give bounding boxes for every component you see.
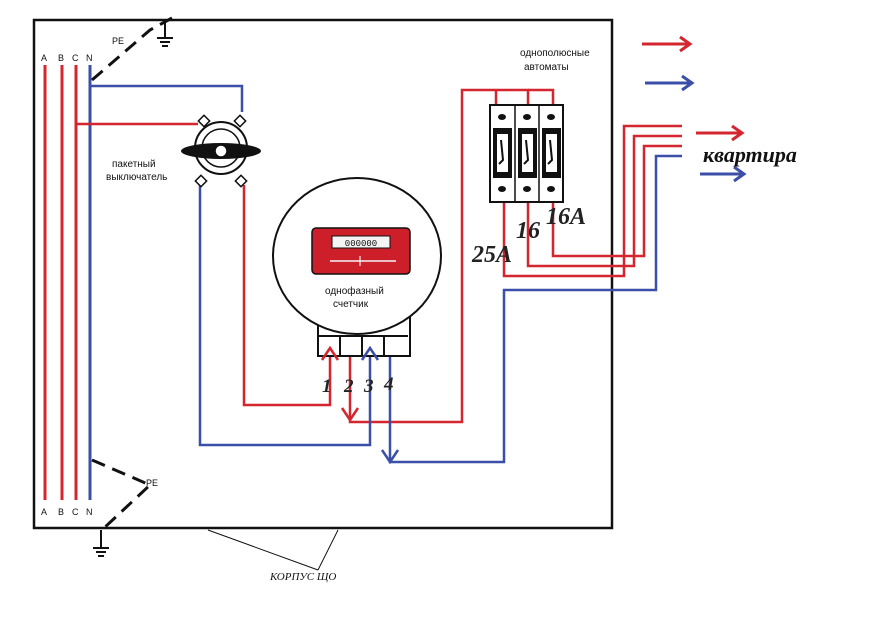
arrow-down-icon <box>340 407 360 423</box>
bus-label-top: A <box>41 53 47 63</box>
bus-label-top: C <box>72 53 79 63</box>
arrow-right-icon <box>645 74 695 92</box>
switch-label-line2: выключатель <box>106 172 167 183</box>
breaker-rating-3: 16A <box>546 204 586 230</box>
terminal-4: 4 <box>383 374 394 395</box>
bus-labels-top: A B C N <box>41 53 93 63</box>
bus-labels-bottom: A B C N <box>41 507 93 517</box>
enclosure-label: КОРПУС ЩО <box>269 571 336 583</box>
pe-label-top: PE <box>112 36 124 46</box>
arrow-right-icon <box>642 35 693 53</box>
phase-wires <box>76 88 682 424</box>
arrow-down-icon <box>380 449 400 465</box>
ground-icon <box>93 530 109 557</box>
arrow-right-icon <box>696 124 745 142</box>
apartment-label: квартира <box>703 142 797 167</box>
bus-label-bottom: N <box>86 507 93 517</box>
arrow-up-icon <box>320 345 340 361</box>
enclosure-dash-bottom <box>91 458 153 530</box>
enclosure-dash-top <box>91 16 173 82</box>
bus-label-top: N <box>86 53 93 63</box>
bus-label-top: B <box>58 53 64 63</box>
enclosure-leaders <box>207 529 339 571</box>
breakers-label-line1: однополюсные <box>520 48 590 59</box>
breaker-rating-2: 16 <box>516 218 540 244</box>
circuit-breakers <box>489 104 564 203</box>
terminal-2: 2 <box>343 376 354 397</box>
meter-label-line1: однофазный <box>325 285 384 297</box>
pole-switch <box>181 114 261 188</box>
meter-label-line2: счетчик <box>333 299 369 310</box>
arrow-up-icon <box>360 345 380 361</box>
pe-label-bottom: PE <box>146 478 158 488</box>
breaker-rating-1: 25A <box>471 242 512 268</box>
arrow-right-icon <box>700 165 747 183</box>
electric-meter <box>272 177 442 357</box>
switch-label-line1: пакетный <box>112 159 156 170</box>
meter-display: 000000 <box>345 239 377 249</box>
ground-icon <box>157 22 173 47</box>
bus-label-bottom: B <box>58 507 64 517</box>
bus-label-bottom: C <box>72 507 79 517</box>
enclosure-frame <box>32 18 614 530</box>
bus-label-bottom: A <box>41 507 47 517</box>
terminal-1: 1 <box>322 376 332 397</box>
breakers-label-line2: автоматы <box>524 62 569 73</box>
bus-bars <box>43 65 92 500</box>
terminal-3: 3 <box>363 376 374 397</box>
